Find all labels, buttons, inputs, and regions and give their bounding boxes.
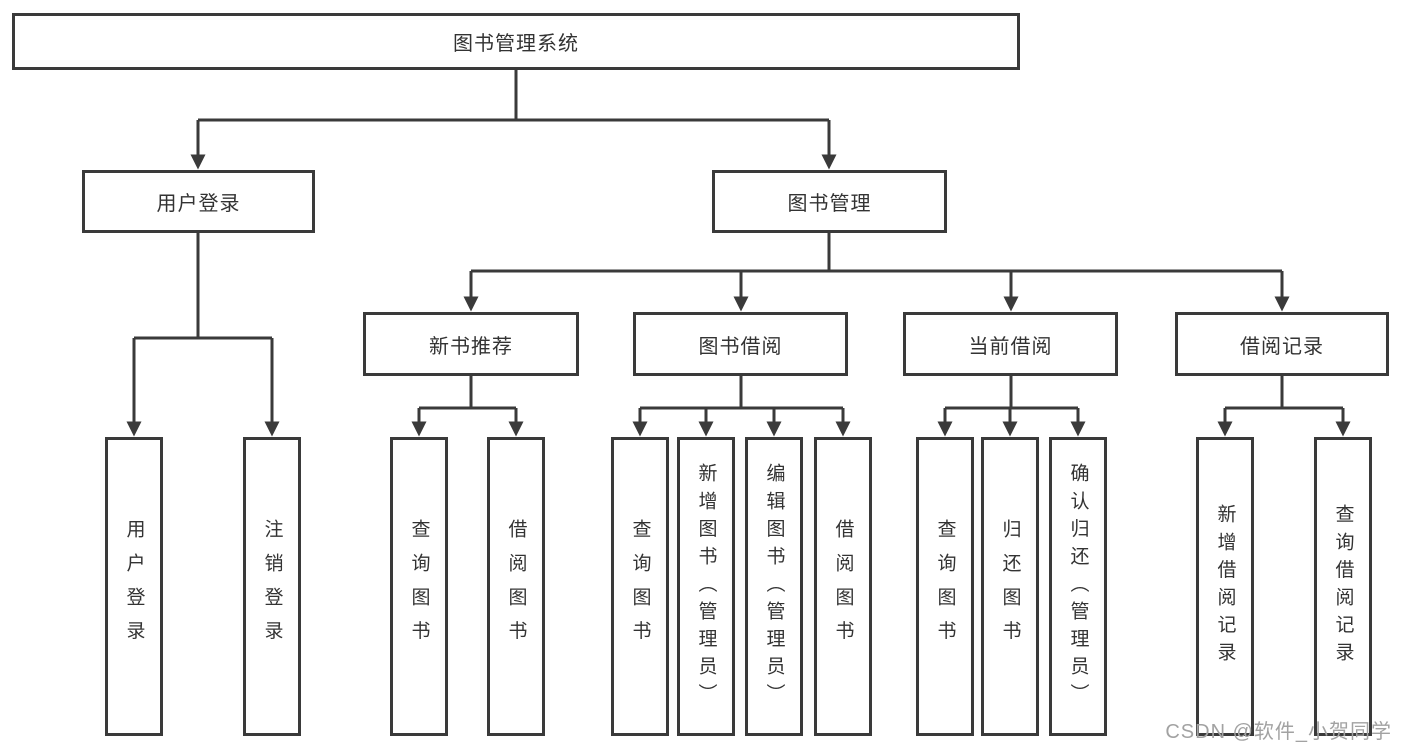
- leaf-return-books-label: 归还图书: [999, 518, 1021, 655]
- leaf-borrow-books-recommend-label: 借阅图书: [505, 518, 527, 655]
- leaf-edit-books-admin: 编辑图书（管理员）: [745, 437, 803, 736]
- node-book-management: 图书管理: [712, 170, 947, 233]
- node-borrowing-records-label: 借阅记录: [1240, 335, 1324, 358]
- node-current-borrowing-label: 当前借阅: [968, 335, 1053, 358]
- node-new-book-recommend-label: 新书推荐: [429, 335, 513, 358]
- leaf-logout: 注销登录: [243, 437, 301, 736]
- node-current-borrowing: 当前借阅: [903, 312, 1118, 376]
- leaf-add-books-admin: 新增图书（管理员）: [677, 437, 735, 736]
- leaf-query-books-recommend-label: 查询图书: [408, 518, 430, 655]
- leaf-borrow-books-recommend: 借阅图书: [487, 437, 545, 736]
- leaf-user-login: 用户登录: [105, 437, 163, 736]
- node-borrowing-records: 借阅记录: [1175, 312, 1389, 376]
- leaf-confirm-return-admin: 确认归还（管理员）: [1049, 437, 1107, 736]
- node-root-system: 图书管理系统: [12, 13, 1020, 70]
- leaf-return-books: 归还图书: [981, 437, 1039, 736]
- leaf-user-login-label: 用户登录: [123, 518, 145, 655]
- connector-arrows: [126, 120, 1351, 437]
- node-user-login: 用户登录: [82, 170, 315, 233]
- node-book-borrowing: 图书借阅: [633, 312, 848, 376]
- leaf-borrow-books-borrowing-label: 借阅图书: [832, 518, 854, 655]
- leaf-query-books-current-label: 查询图书: [934, 518, 956, 655]
- leaf-add-books-admin-label: 新增图书（管理员）: [695, 462, 717, 711]
- leaf-logout-label: 注销登录: [261, 518, 283, 655]
- leaf-edit-books-admin-label: 编辑图书（管理员）: [763, 462, 785, 711]
- leaf-query-books-recommend: 查询图书: [390, 437, 448, 736]
- leaf-query-borrow-record-label: 查询借阅记录: [1332, 503, 1354, 670]
- node-book-management-label: 图书管理: [787, 193, 872, 215]
- leaf-query-books-borrowing-label: 查询图书: [629, 518, 651, 655]
- leaf-query-books-borrowing: 查询图书: [611, 437, 669, 736]
- node-book-borrowing-label: 图书借阅: [698, 335, 783, 358]
- leaf-query-borrow-record: 查询借阅记录: [1314, 437, 1372, 736]
- leaf-add-borrow-record: 新增借阅记录: [1196, 437, 1254, 736]
- leaf-confirm-return-admin-label: 确认归还（管理员）: [1067, 462, 1089, 711]
- connector-trunks: [134, 70, 1343, 410]
- leaf-add-borrow-record-label: 新增借阅记录: [1214, 503, 1236, 670]
- node-user-login-label: 用户登录: [156, 193, 241, 215]
- node-root-label: 图书管理系统: [453, 33, 579, 55]
- leaf-borrow-books-borrowing: 借阅图书: [814, 437, 872, 736]
- node-new-book-recommend: 新书推荐: [363, 312, 579, 376]
- leaf-query-books-current: 查询图书: [916, 437, 974, 736]
- csdn-watermark: CSDN @软件_小贺同学: [1165, 721, 1392, 743]
